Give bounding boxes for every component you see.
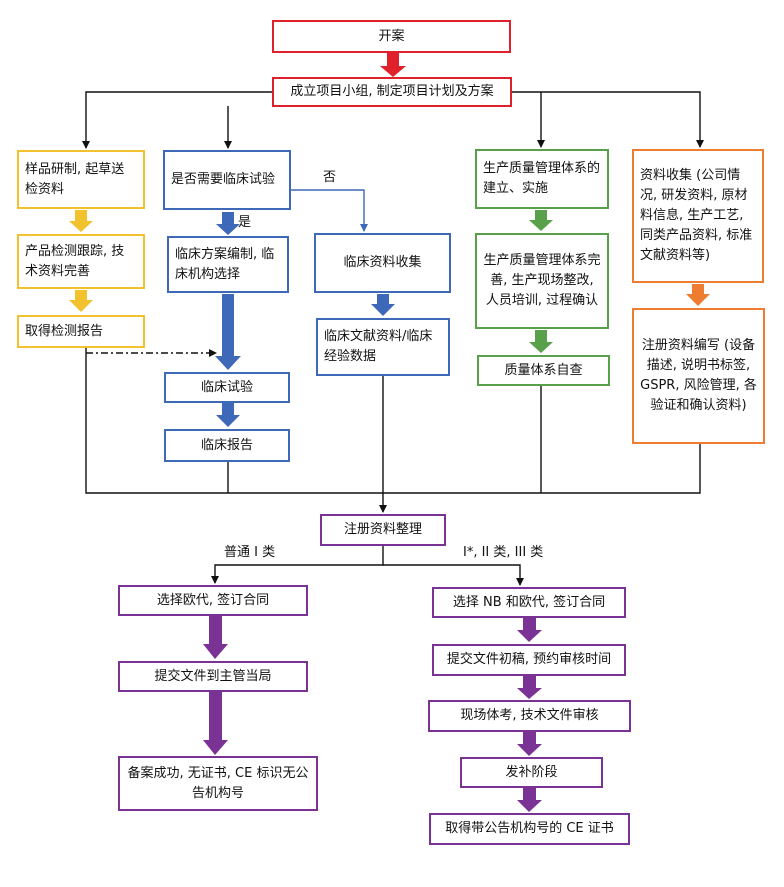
node-test-track-text: 产品检测跟踪, 技术资料完善: [25, 243, 125, 279]
node-reg-write: 注册资料编写 (设备描述, 说明书标签, GSPR, 风险管理, 各验证和确认资…: [632, 308, 765, 444]
node-qms-improve: 生产质量管理体系完善, 生产现场整改, 人员培训, 过程确认: [475, 233, 609, 329]
node-qms-self: 质量体系自查: [477, 355, 610, 386]
node-b-audit-text: 现场体考, 技术文件审核: [460, 708, 599, 723]
arrow-start-team: [387, 52, 399, 68]
node-b-cert-text: 取得带公告机构号的 CE 证书: [445, 821, 614, 836]
line-class1: [211, 546, 384, 584]
node-sample: 样品研制, 起草送检资料: [17, 150, 145, 209]
line-team-sample: [82, 91, 272, 149]
yellow-arrows: [69, 210, 93, 312]
node-b-submit: 提交文件初稿, 预约审核时间: [432, 644, 626, 676]
node-a-select-text: 选择欧代, 签订合同: [156, 592, 270, 608]
node-qms-build-text: 生产质量管理体系的建立、实施: [483, 161, 601, 196]
green-arrows: [529, 210, 553, 353]
node-team-text: 成立项目小组, 制定项目计划及方案: [290, 84, 494, 99]
node-b-cert: 取得带公告机构号的 CE 证书: [429, 813, 630, 845]
node-b-select-text: 选择 NB 和欧代, 签订合同: [452, 594, 606, 610]
node-b-audit: 现场体考, 技术文件审核: [428, 700, 631, 732]
node-doc-collect-text: 资料收集 (公司情况, 研发资料, 原材料信息, 生产工艺, 同类产品资料, 标…: [640, 168, 753, 263]
node-a-done-text: 备案成功, 无证书, CE 标识无公告机构号: [127, 765, 309, 801]
node-b-supp-text: 发补阶段: [505, 764, 558, 780]
node-clinical-trial-text: 临床试验: [200, 379, 253, 395]
node-reg-arrange: 注册资料整理: [320, 514, 446, 546]
arrow-start-team-head: [380, 66, 406, 77]
node-clinical-collect: 临床资料收集: [314, 233, 451, 293]
node-qms-improve-text: 生产质量管理体系完善, 生产现场整改, 人员培训, 过程确认: [483, 253, 601, 308]
node-clinical-literature-text: 临床文献资料/临床经验数据: [324, 329, 433, 364]
line-class2: [383, 564, 524, 586]
node-team: 成立项目小组, 制定项目计划及方案: [272, 77, 512, 107]
node-clinical-report-text: 临床报告: [200, 437, 253, 453]
label-class-2: I*, II 类, III 类: [463, 545, 544, 560]
node-test-report: 取得检测报告: [17, 315, 145, 348]
node-a-submit: 提交文件到主管当局: [118, 661, 308, 692]
node-doc-collect: 资料收集 (公司情况, 研发资料, 原材料信息, 生产工艺, 同类产品资料, 标…: [632, 149, 764, 283]
node-reg-arrange-text: 注册资料整理: [343, 522, 422, 537]
node-test-track: 产品检测跟踪, 技术资料完善: [17, 234, 145, 289]
label-no: 否: [323, 170, 337, 185]
node-b-select: 选择 NB 和欧代, 签订合同: [432, 587, 626, 618]
node-clinical-question: 是否需要临床试验: [163, 150, 291, 210]
line-no-branch: [290, 189, 368, 232]
node-b-submit-text: 提交文件初稿, 预约审核时间: [446, 652, 612, 667]
node-clinical-report: 临床报告: [164, 429, 290, 462]
node-test-report-text: 取得检测报告: [25, 323, 104, 339]
node-clinical-question-text: 是否需要临床试验: [171, 172, 276, 187]
node-clinical-literature: 临床文献资料/临床经验数据: [316, 318, 450, 376]
node-clinical-plan-text: 临床方案编制, 临床机构选择: [175, 246, 275, 282]
node-sample-text: 样品研制, 起草送检资料: [25, 161, 125, 197]
purple-arrows: [203, 616, 542, 812]
node-qms-self-text: 质量体系自查: [504, 362, 583, 378]
node-start-text: 开案: [378, 28, 405, 44]
node-clinical-collect-text: 临床资料收集: [343, 255, 422, 270]
node-a-submit-text: 提交文件到主管当局: [154, 668, 272, 684]
line-team-docs: [512, 91, 704, 148]
line-collect-bus: [85, 348, 701, 494]
node-reg-write-text: 注册资料编写 (设备描述, 说明书标签, GSPR, 风险管理, 各验证和确认资…: [640, 338, 757, 413]
node-qms-build: 生产质量管理体系的建立、实施: [475, 149, 609, 209]
label-yes: 是: [238, 215, 252, 230]
node-a-select: 选择欧代, 签订合同: [118, 585, 308, 616]
label-class-1: 普通 I 类: [224, 545, 276, 560]
node-clinical-trial: 临床试验: [164, 372, 290, 403]
node-start: 开案: [272, 20, 511, 53]
blue-arrows: [215, 212, 395, 427]
node-a-done: 备案成功, 无证书, CE 标识无公告机构号: [118, 756, 318, 811]
orange-arrow: [686, 284, 710, 306]
node-b-supp: 发补阶段: [460, 757, 603, 788]
node-clinical-plan: 临床方案编制, 临床机构选择: [167, 236, 289, 293]
